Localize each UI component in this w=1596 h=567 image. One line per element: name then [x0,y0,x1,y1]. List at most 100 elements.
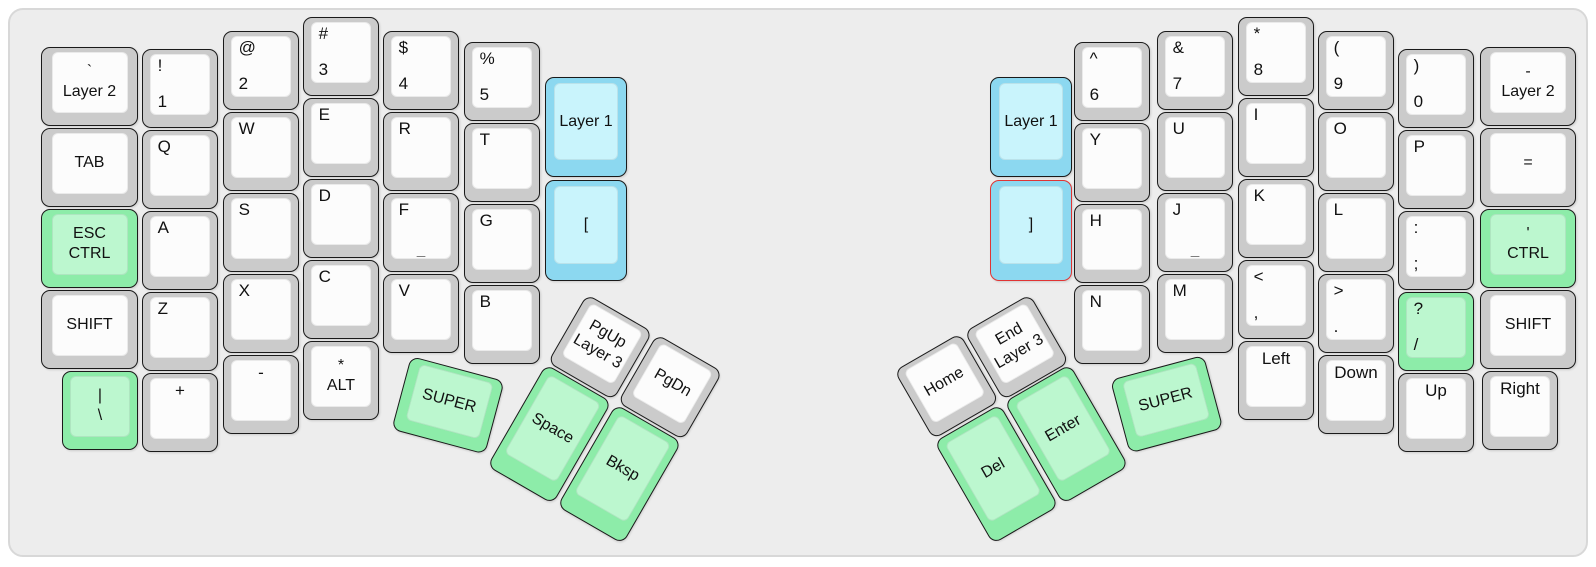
keycap-top: ] [999,186,1063,265]
key-period[interactable]: >. [1318,274,1394,353]
key-j[interactable]: J_ [1157,193,1233,272]
key-label: M [1172,281,1187,301]
key-shift-left[interactable]: SHIFT [41,290,138,369]
key-super-left[interactable]: SUPER [391,356,505,455]
key-at-2[interactable]: @2 [223,31,299,110]
key-super-right[interactable]: SUPER [1110,354,1224,454]
keycap-top: B [472,290,532,351]
key-hash-3[interactable]: #3 [303,17,379,96]
key-e[interactable]: E [303,98,379,177]
key-left-bracket[interactable]: [ [545,180,627,281]
key-label: 3 [318,59,329,79]
keycap-top: SUPER [1121,362,1210,439]
key-l[interactable]: L [1318,193,1394,272]
key-u[interactable]: U [1157,112,1233,191]
keycap-top: ` Layer 2 [51,52,128,113]
key-label: % [479,49,495,69]
keycap-top: $4 [391,36,451,97]
key-label: . [1333,316,1339,336]
key-dash-layer2[interactable]: - Layer 2 [1480,47,1576,126]
key-t[interactable]: T [464,123,540,202]
key-f[interactable]: F_ [383,193,459,272]
key-star-alt[interactable]: * ALT [303,341,379,420]
key-equals[interactable]: = [1480,128,1576,207]
key-k[interactable]: K [1238,179,1314,258]
key-shift-right[interactable]: SHIFT [1480,290,1576,369]
key-b[interactable]: B [464,285,540,364]
key-esc-ctrl[interactable]: ESC CTRL [41,209,138,288]
key-amp-7[interactable]: &7 [1157,31,1233,110]
key-p[interactable]: P [1398,130,1474,209]
key-pipe-backslash[interactable]: | \ [62,371,138,450]
key-w[interactable]: W [223,112,299,191]
key-comma[interactable]: <, [1238,260,1314,339]
key-label: Z [157,299,169,319]
keycap-top: >. [1326,279,1386,340]
key-arrow-up[interactable]: Up [1398,373,1474,452]
keycap-top: )0 [1406,54,1466,115]
key-label: ? [1413,299,1424,319]
key-arrow-left[interactable]: Left [1238,341,1314,420]
key-arrow-right[interactable]: Right [1482,371,1558,450]
keycap-top: End Layer 3 [973,302,1056,385]
key-x[interactable]: X [223,274,299,353]
keycap-top: D [311,184,371,245]
key-tab[interactable]: TAB [41,128,138,207]
key-exclam-1[interactable]: !1 [142,49,218,128]
key-paren-0[interactable]: )0 [1398,49,1474,128]
keycap-top: G [472,209,532,270]
key-y[interactable]: Y [1074,123,1150,202]
key-caret-6[interactable]: ^6 [1074,42,1150,121]
key-m[interactable]: M [1157,274,1233,353]
key-layer1-right[interactable]: Layer 1 [990,77,1072,177]
key-h[interactable]: H [1074,204,1150,283]
key-label: H [1089,211,1102,231]
key-colon-semicolon[interactable]: :; [1398,211,1474,290]
key-o[interactable]: O [1318,112,1394,191]
key-c[interactable]: C [303,260,379,339]
key-grave-layer2[interactable]: ` Layer 2 [41,47,138,126]
key-label: 1 [157,91,168,111]
key-q[interactable]: Q [142,130,218,209]
key-layer1-left[interactable]: Layer 1 [545,77,627,177]
key-label: SHIFT [66,316,113,334]
key-right-bracket[interactable]: ] [990,180,1072,281]
key-label: I [1253,105,1259,125]
key-r[interactable]: R [383,112,459,191]
key-a[interactable]: A [142,211,218,290]
key-d[interactable]: D [303,179,379,258]
key-question-slash[interactable]: ?/ [1398,292,1474,371]
key-n[interactable]: N [1074,285,1150,364]
key-label: R [398,119,411,139]
key-label: / [1413,334,1419,354]
key-i[interactable]: I [1238,98,1314,177]
key-g[interactable]: G [464,204,540,283]
key-label: ` Layer 2 [62,63,117,101]
key-arrow-down[interactable]: Down [1318,355,1394,434]
key-v[interactable]: V [383,274,459,353]
key-paren-9[interactable]: (9 [1318,31,1394,110]
key-dollar-4[interactable]: $4 [383,31,459,110]
key-star-8[interactable]: *8 [1238,17,1314,96]
key-percent-5[interactable]: %5 [464,42,540,121]
keycap-top: :; [1406,216,1466,277]
key-plus[interactable]: + [142,373,218,452]
key-label: E [318,105,331,125]
key-minus[interactable]: - [223,355,299,434]
keycap-top: V [391,279,451,340]
key-quote-ctrl[interactable]: ' CTRL [1480,209,1576,288]
keycap-top: SUPER [404,363,494,440]
keycap-top: ^6 [1082,47,1142,108]
keycap-top: + [150,378,210,439]
keycap-top: U [1165,117,1225,178]
key-label: 2 [238,73,249,93]
keycap-top: Home [903,341,986,424]
key-label: 0 [1413,91,1424,111]
key-label: _ [416,240,426,258]
key-s[interactable]: S [223,193,299,272]
key-label: SUPER [420,385,478,417]
key-z[interactable]: Z [142,292,218,371]
key-label: - Layer 2 [1501,63,1555,101]
key-label: J [1172,200,1182,220]
